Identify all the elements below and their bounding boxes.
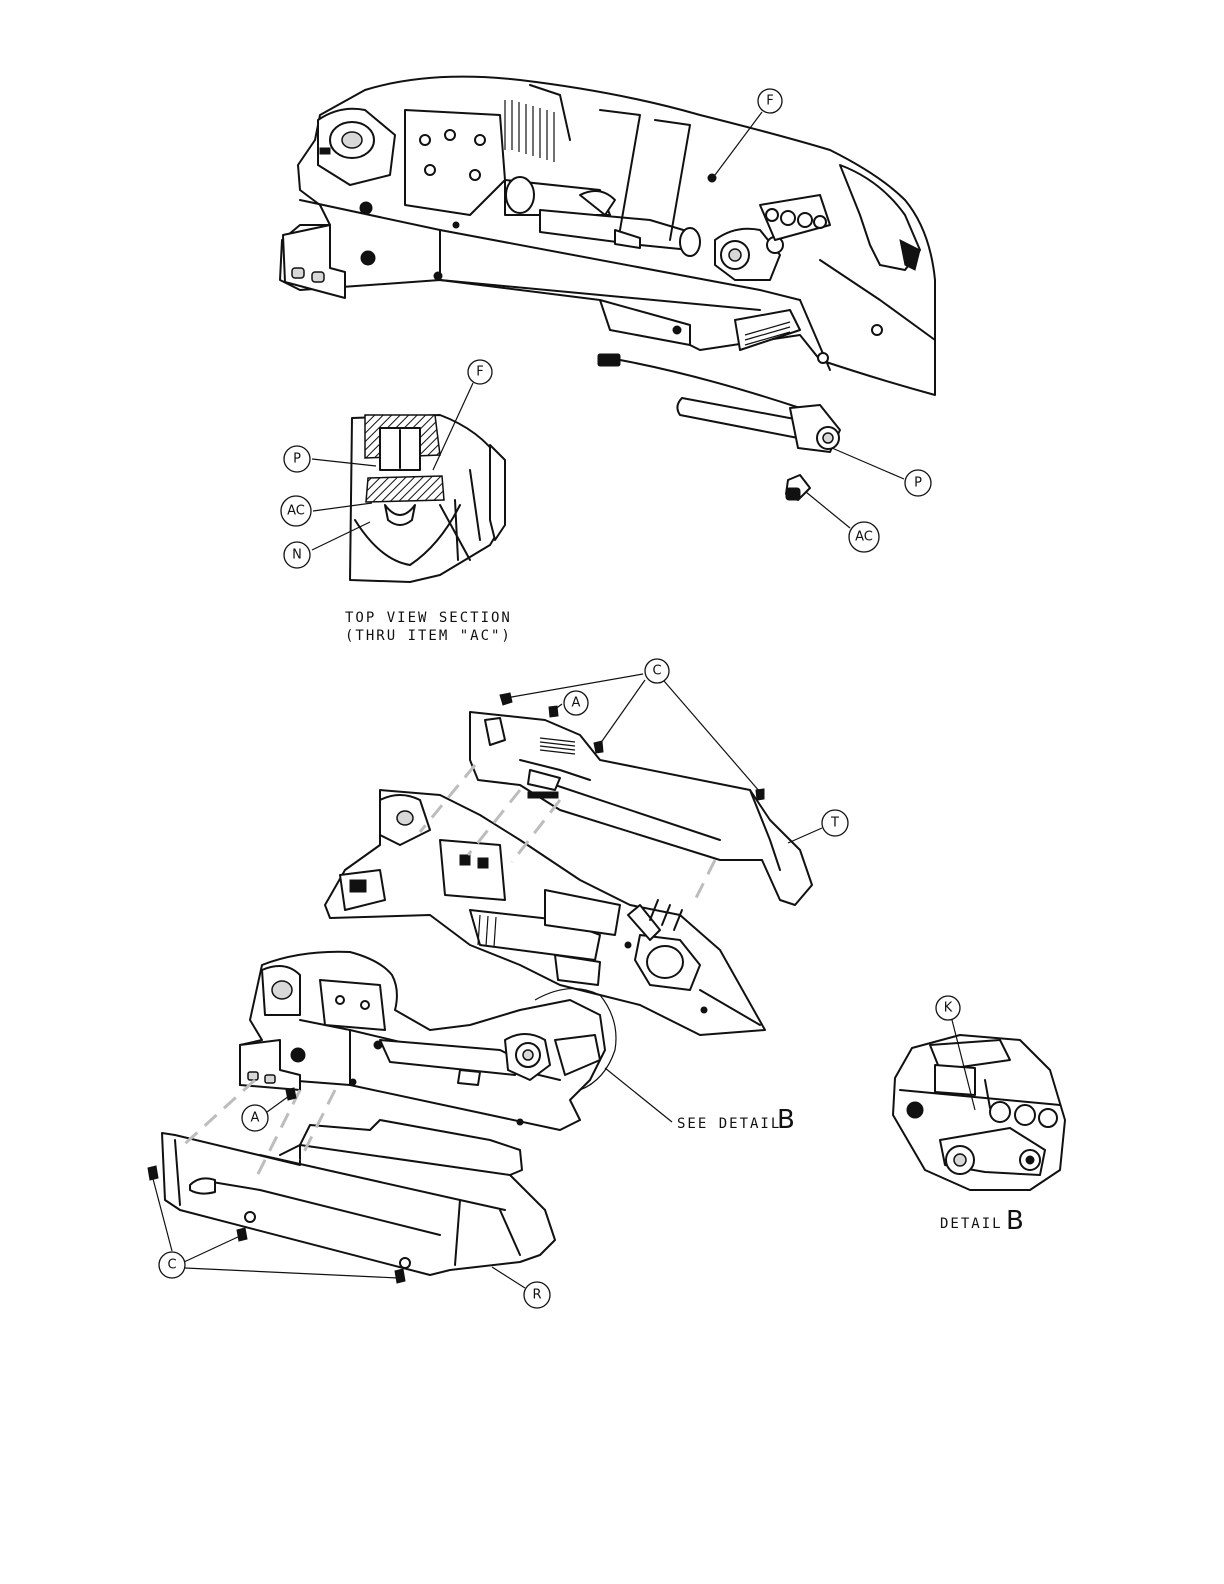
top-view-section [350,415,505,582]
callout-f-section: F [468,360,492,384]
see-detail-letter: B [777,1105,795,1135]
callout-p-section: P [284,446,310,472]
callout-p-parts: P [905,470,931,496]
callout-a-top: A [564,691,588,715]
screw-c-5 [237,1228,247,1241]
svg-text:C: C [167,1258,176,1273]
callout-a-lower: A [242,1105,268,1131]
callout-k-detail: K [936,996,960,1020]
callout-r-cover: R [524,1282,550,1308]
detail-letter: B [1006,1206,1024,1236]
screw-c-3 [756,789,764,800]
screw-a-2 [286,1088,296,1100]
see-detail-label: SEE DETAIL [677,1116,781,1132]
callout-c-top: C [645,659,669,683]
callout-t-trim: T [822,810,848,836]
svg-text:R: R [532,1288,541,1303]
pivot-rod [677,398,800,438]
lower-cover-panel [162,1120,555,1275]
exploded-pivot-parts [598,354,840,500]
callout-c-lower: C [159,1252,185,1278]
svg-text:AC: AC [855,530,873,545]
callout-ac-parts: AC [849,522,879,552]
screw-c-1 [500,693,512,705]
callout-n-section: N [284,542,310,568]
callout-f-top: F [758,89,782,113]
svg-text:N: N [292,548,302,563]
svg-text:C: C [652,664,661,679]
screw-c-2 [594,741,603,753]
detail-b-view [893,1035,1065,1190]
svg-text:A: A [572,696,581,711]
svg-text:F: F [476,365,483,380]
screw-a-1 [549,706,558,717]
svg-text:F: F [766,94,773,109]
connector-plug [598,354,620,366]
cable-lead [620,360,800,408]
svg-text:T: T [830,816,839,831]
callout-ac-section: AC [281,496,311,526]
screw-c-4 [148,1166,158,1180]
svg-text:P: P [914,476,922,491]
svg-text:AC: AC [287,504,305,519]
svg-text:A: A [251,1111,260,1126]
svg-text:K: K [944,1001,953,1016]
section-hatch-pin [366,476,444,502]
screw-c-6 [395,1269,405,1283]
section-title-line1: TOP VIEW SECTION [345,610,512,626]
top-mechanism-assembly [280,77,935,395]
svg-text:P: P [293,452,301,467]
section-title-line2: (THRU ITEM "AC") [345,628,512,644]
detail-label: DETAIL [940,1216,1003,1232]
